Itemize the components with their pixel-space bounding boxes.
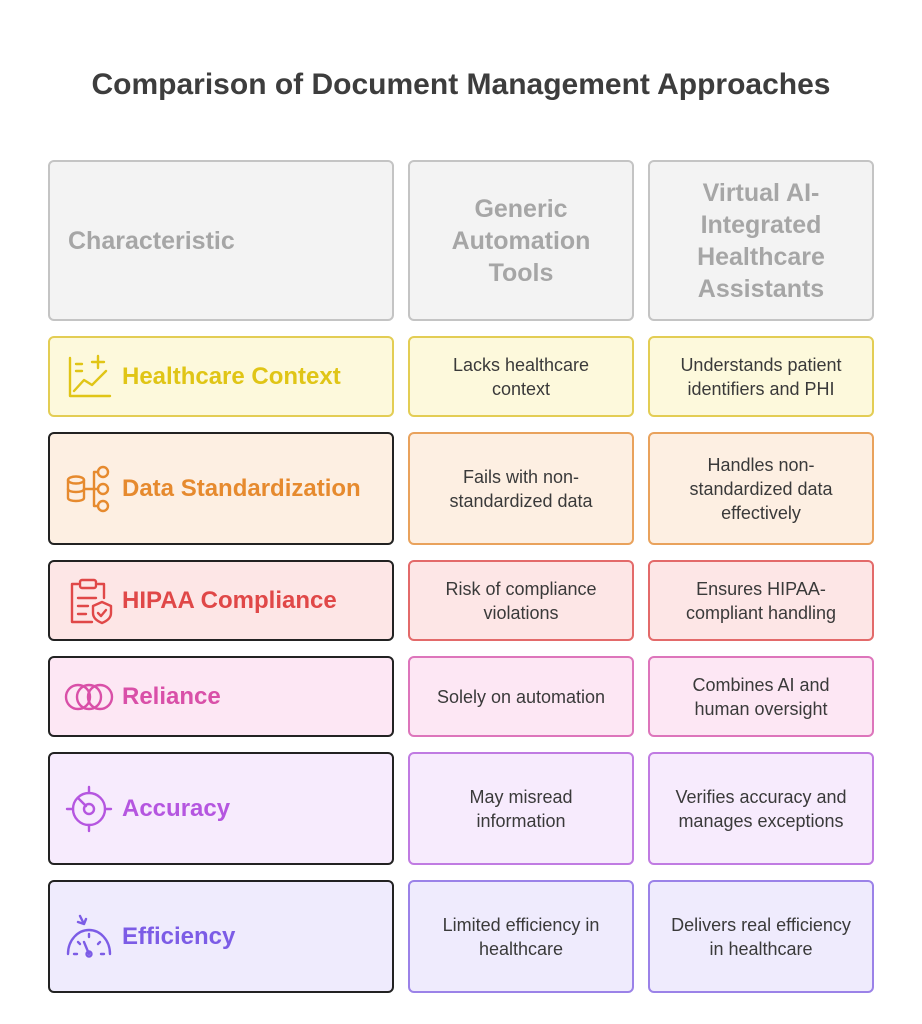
cell-virtual-reliance: Combines AI and human oversight: [648, 656, 874, 737]
cell-generic-healthcare-context: Lacks healthcare context: [408, 336, 634, 417]
row-label-text: Data Standardization: [122, 474, 361, 502]
row-label-efficiency: Efficiency: [48, 880, 394, 993]
header-characteristic: Characteristic: [48, 160, 394, 321]
header-generic-automation-tools: Generic Automation Tools: [408, 160, 634, 321]
row-label-accuracy: Accuracy: [48, 752, 394, 865]
row-label-text: Efficiency: [122, 922, 236, 950]
cell-generic-data-standardization: Fails with non-standardized data: [408, 432, 634, 545]
cell-text: Combines AI and human oversight: [692, 674, 830, 719]
cell-virtual-healthcare-context: Understands patient identifiers and PHI: [648, 336, 874, 417]
row-label-text: HIPAA Compliance: [122, 586, 337, 614]
cell-text: Handles non-standardized data effectivel…: [689, 454, 833, 523]
row-label-text: Reliance: [122, 682, 221, 710]
page-title: Comparison of Document Management Approa…: [91, 68, 831, 101]
header-virtual-label: Virtual AI-Integrated Healthcare Assista…: [697, 178, 825, 303]
cell-text: Delivers real efficiency in healthcare: [671, 914, 851, 959]
row-label-hipaa-compliance: HIPAA Compliance: [48, 560, 394, 641]
cell-generic-hipaa-compliance: Risk of compliance violations: [408, 560, 634, 641]
cell-generic-reliance: Solely on automation: [408, 656, 634, 737]
cell-text: Understands patient identifiers and PHI: [680, 354, 842, 399]
header-generic-label: Generic Automation Tools: [451, 194, 591, 287]
cell-text: Fails with non-standardized data: [449, 466, 593, 511]
cell-generic-efficiency: Limited efficiency in healthcare: [408, 880, 634, 993]
row-label-reliance: Reliance: [48, 656, 394, 737]
cell-text: Lacks healthcare context: [452, 354, 590, 399]
clipboard-shield-icon: [70, 578, 113, 624]
row-label-data-standardization: Data Standardization: [48, 432, 394, 545]
row-label-healthcare-context: Healthcare Context: [48, 336, 394, 417]
cell-text: Solely on automation: [436, 686, 606, 707]
speedometer-icon: [66, 914, 112, 958]
cell-text: Verifies accuracy and manages exceptions: [675, 786, 847, 831]
row-label-text: Accuracy: [122, 794, 231, 822]
cell-virtual-data-standardization: Handles non-standardized data effectivel…: [648, 432, 874, 545]
cell-virtual-efficiency: Delivers real efficiency in healthcare: [648, 880, 874, 993]
cell-text: Ensures HIPAA-compliant handling: [685, 578, 837, 623]
chart-cross-icon: [68, 354, 112, 397]
database-hierarchy-icon: [66, 465, 110, 512]
interlocking-circles-icon: [64, 683, 114, 710]
cell-text: May misread information: [469, 786, 573, 831]
header-characteristic-label: Characteristic: [68, 226, 235, 255]
cell-text: Risk of compliance violations: [445, 578, 597, 623]
row-label-text: Healthcare Context: [122, 362, 341, 390]
cell-virtual-hipaa-compliance: Ensures HIPAA-compliant handling: [648, 560, 874, 641]
cell-text: Limited efficiency in healthcare: [442, 914, 600, 959]
cell-virtual-accuracy: Verifies accuracy and manages exceptions: [648, 752, 874, 865]
header-virtual-ai-assistants: Virtual AI-Integrated Healthcare Assista…: [648, 160, 874, 321]
target-icon: [65, 785, 113, 832]
cell-generic-accuracy: May misread information: [408, 752, 634, 865]
